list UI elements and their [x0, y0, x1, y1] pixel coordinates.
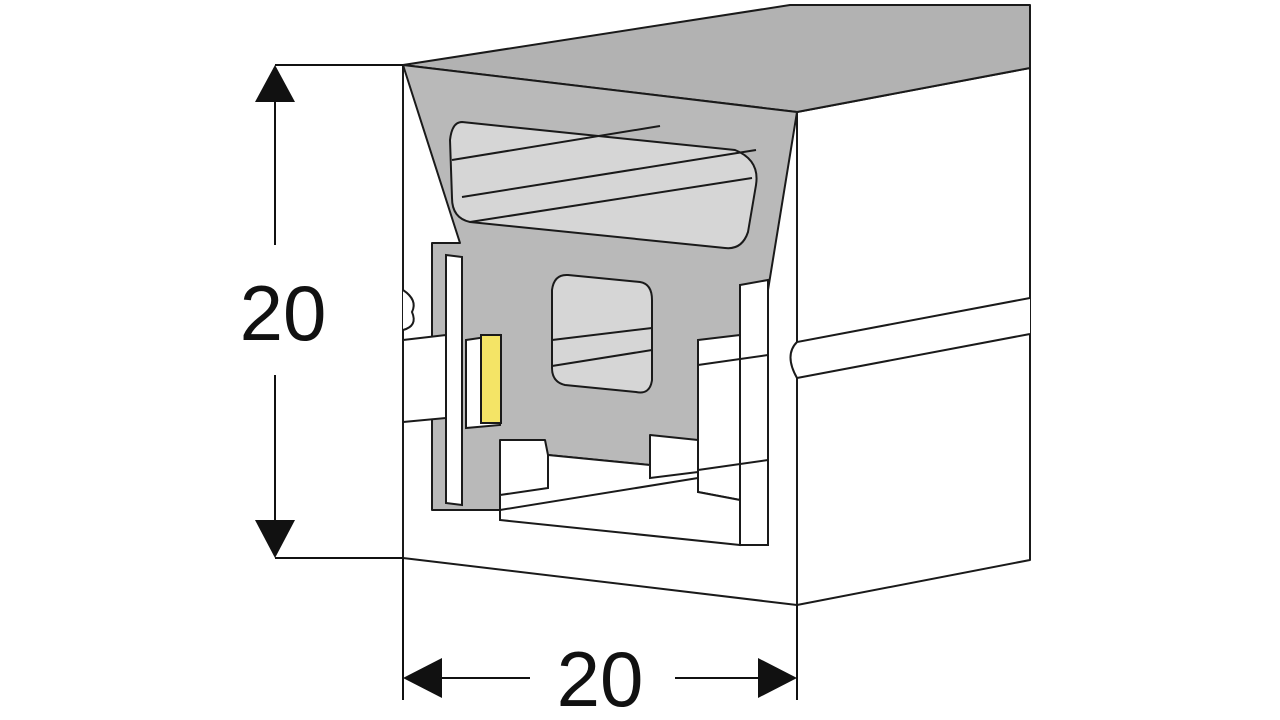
height-arrow-up: [255, 65, 295, 102]
side-groove: [789, 297, 1031, 380]
width-arrow-left: [403, 658, 442, 698]
height-arrow-down: [255, 520, 295, 558]
bottom-channel: [499, 453, 741, 547]
pcb-slot: [402, 253, 502, 507]
bottom-rails: [499, 278, 769, 547]
window-reflections: [451, 125, 757, 367]
led-chip: [480, 334, 502, 424]
pcb-board: [445, 253, 463, 507]
upper-window: [449, 121, 758, 250]
width-dimension: [402, 558, 798, 700]
right-rail-post: [739, 278, 769, 546]
left-notch: [402, 289, 415, 331]
width-arrow-right: [758, 658, 797, 698]
height-label: 20: [240, 269, 327, 357]
left-rail: [402, 333, 447, 424]
height-dimension: [255, 64, 403, 559]
width-label: 20: [557, 635, 644, 720]
